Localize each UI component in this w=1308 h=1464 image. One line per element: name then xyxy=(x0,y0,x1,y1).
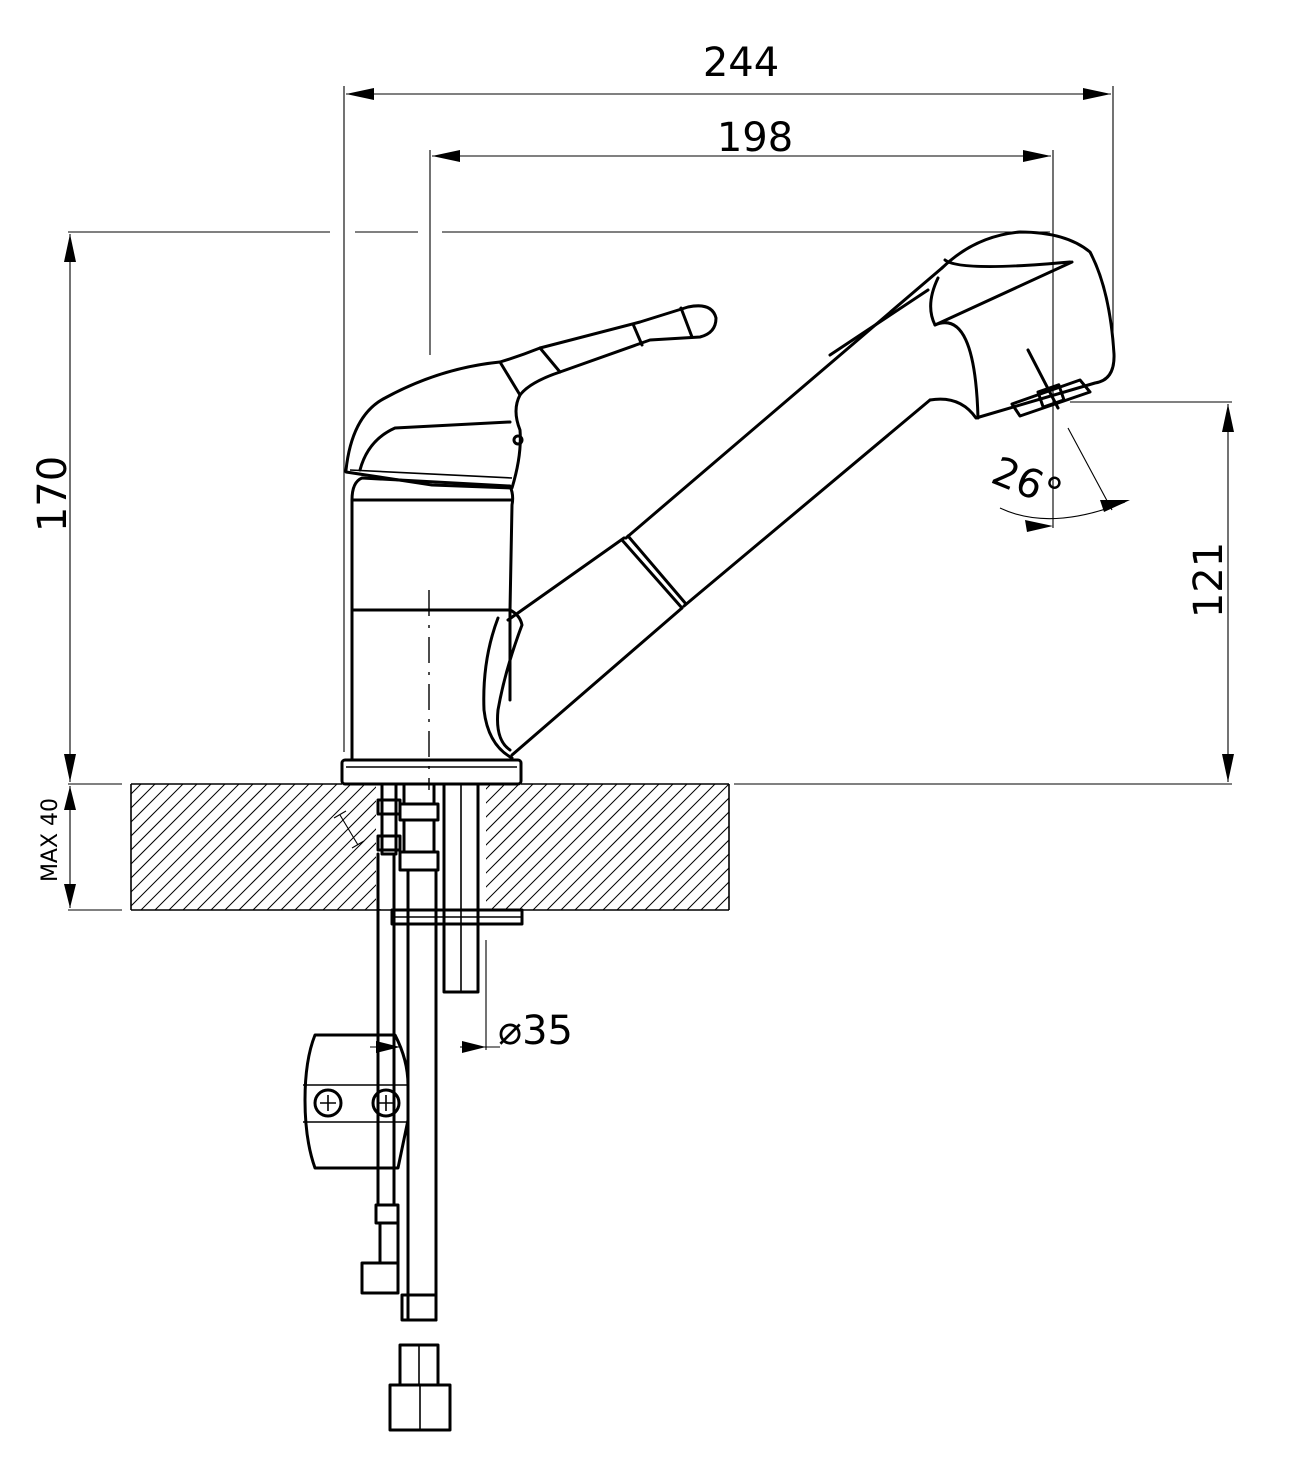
hatch-line xyxy=(131,784,156,809)
hatch-line xyxy=(490,784,618,910)
hatch-line xyxy=(700,881,729,910)
dimension-overall-length: 244 xyxy=(346,40,1111,100)
hatch-line xyxy=(841,784,967,910)
under-counter-assembly xyxy=(303,782,524,1432)
hatch-line xyxy=(210,784,338,910)
hatch-line xyxy=(1,784,127,910)
hatch-line xyxy=(131,784,226,879)
hatch-line xyxy=(131,784,170,823)
dimension-spout-angle: 26° xyxy=(985,448,1130,532)
dimension-mounting-hole: ⌀35 xyxy=(370,940,573,1054)
hatch-line xyxy=(743,784,869,910)
hatch-line xyxy=(131,784,184,837)
hatch-line xyxy=(785,784,911,910)
hatch-line xyxy=(476,784,604,910)
hatch-line xyxy=(154,784,282,910)
hatch-line xyxy=(168,784,296,910)
mounting-hole-label: ⌀35 xyxy=(498,1008,573,1054)
hatch-line xyxy=(869,784,995,910)
hatch-line xyxy=(140,784,268,910)
hatch-line xyxy=(644,825,729,910)
outlet-height-label: 121 xyxy=(1186,542,1232,618)
hatch-line xyxy=(131,784,240,893)
hatch-line xyxy=(813,784,939,910)
overall-length-label: 244 xyxy=(703,40,779,86)
hatch-line xyxy=(546,784,674,910)
pull-out-spout xyxy=(506,230,1116,757)
hatch-line xyxy=(686,867,729,910)
hatch-line xyxy=(897,784,1023,910)
hatch-line xyxy=(658,839,729,910)
dimension-total-height: 170 xyxy=(30,234,76,782)
hatch-line xyxy=(672,853,729,910)
hatch-line xyxy=(827,784,953,910)
hatch-line xyxy=(855,784,981,910)
hatch-line xyxy=(925,784,1051,910)
dimension-outlet-height: 121 xyxy=(1186,404,1234,782)
hatch-line xyxy=(532,784,660,910)
total-height-label: 170 xyxy=(30,456,76,532)
hatch-line xyxy=(182,784,310,910)
hatch-line xyxy=(574,784,702,910)
hatch-line xyxy=(588,784,716,910)
spout-angle-label: 26° xyxy=(985,448,1068,517)
faucet-body xyxy=(340,304,718,786)
dimension-deck-thickness: MAX 40 xyxy=(38,786,76,908)
hatch-line xyxy=(224,784,352,910)
hatch-line xyxy=(266,784,394,910)
hatch-line xyxy=(630,811,729,910)
hatch-line xyxy=(771,784,897,910)
hatch-line xyxy=(252,784,380,910)
deck-thickness-label: MAX 40 xyxy=(38,798,63,882)
hatch-line xyxy=(131,784,198,851)
hatch-line xyxy=(602,784,729,910)
countertop-hatching xyxy=(1,784,1051,910)
hatch-line xyxy=(238,784,366,910)
dimension-spout-reach: 198 xyxy=(432,115,1051,162)
hatch-line xyxy=(883,784,1009,910)
hatch-line xyxy=(560,784,688,910)
hatch-line xyxy=(799,784,925,910)
hatch-line xyxy=(728,909,729,910)
hatch-line xyxy=(196,784,324,910)
hatch-line xyxy=(911,784,1037,910)
countertop-section xyxy=(1,783,1051,911)
hatch-line xyxy=(131,784,212,865)
hatch-line xyxy=(518,784,646,910)
hatch-line xyxy=(131,784,254,907)
hatch-line xyxy=(714,895,729,910)
hatch-line xyxy=(131,784,142,795)
hatch-line xyxy=(504,784,632,910)
spout-reach-label: 198 xyxy=(717,115,793,161)
hatch-line xyxy=(757,784,883,910)
center-lines xyxy=(68,86,1232,911)
hatch-line xyxy=(616,797,729,910)
